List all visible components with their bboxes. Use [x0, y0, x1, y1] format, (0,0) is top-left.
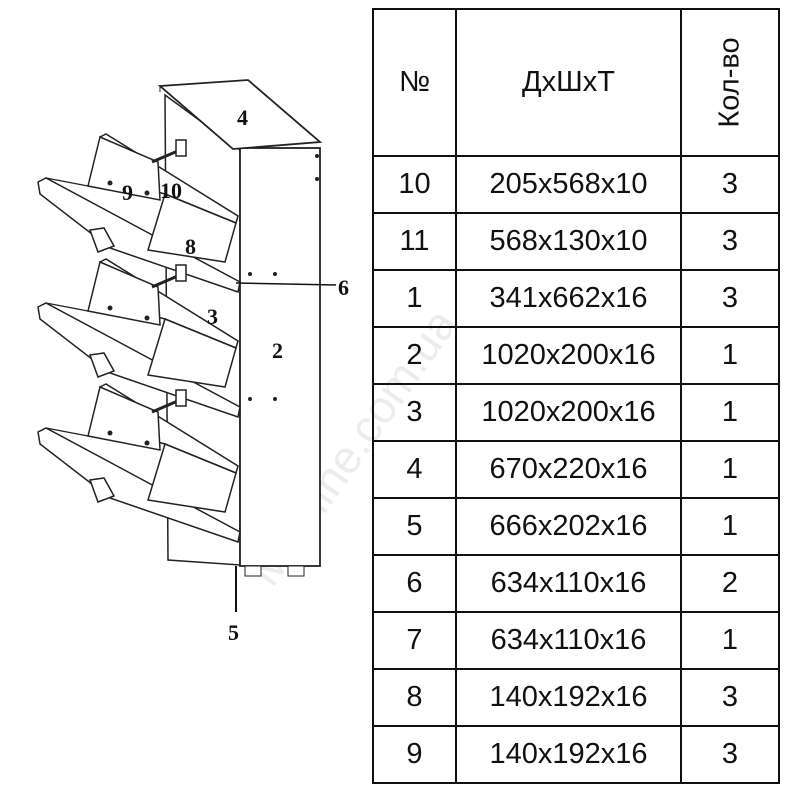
- cell-number: 5: [372, 497, 457, 556]
- cell-number: 2: [372, 326, 457, 385]
- cell-quantity: 2: [680, 554, 780, 613]
- cell-number: 9: [372, 725, 457, 784]
- cell-quantity: 3: [680, 668, 780, 727]
- callout-10: 10: [160, 178, 182, 203]
- cell-dimensions: 670x220x16: [455, 440, 682, 499]
- cell-quantity: 3: [680, 212, 780, 271]
- cell-quantity: 1: [680, 326, 780, 385]
- cell-quantity: 1: [680, 383, 780, 442]
- cell-number: 6: [372, 554, 457, 613]
- callout-4: 4: [237, 105, 248, 130]
- cell-dimensions: 1020x200x16: [455, 383, 682, 442]
- cell-dimensions: 634x110x16: [455, 611, 682, 670]
- header-dimensions: ДхШхТ: [455, 8, 682, 157]
- callout-3: 3: [207, 304, 218, 329]
- cell-quantity: 1: [680, 611, 780, 670]
- cell-number: 1: [372, 269, 457, 328]
- cell-dimensions: 205x568x10: [455, 155, 682, 214]
- cell-quantity: 3: [680, 155, 780, 214]
- side-panel-2: [239, 147, 321, 567]
- table-header-row: № ДхШхТ Кол-во: [372, 8, 780, 157]
- cell-dimensions: 140x192x16: [455, 668, 682, 727]
- header-number: №: [372, 8, 457, 157]
- cell-dimensions: 341x662x16: [455, 269, 682, 328]
- leader-line-6: [235, 282, 337, 286]
- cell-dimensions: 634x110x16: [455, 554, 682, 613]
- header-quantity: Кол-во: [680, 8, 780, 157]
- callout-5: 5: [228, 620, 239, 645]
- cell-number: 8: [372, 668, 457, 727]
- cell-number: 4: [372, 440, 457, 499]
- cell-dimensions: 140x192x16: [455, 725, 682, 784]
- cell-number: 10: [372, 155, 457, 214]
- callout-6: 6: [338, 275, 349, 300]
- callout-2: 2: [272, 338, 283, 363]
- top-panel-4: [157, 79, 323, 150]
- cell-dimensions: 1020x200x16: [455, 326, 682, 385]
- shoe-cabinet-drawing: 4 9 10 8 6 3 2 5: [36, 79, 349, 645]
- cell-dimensions: 568x130x10: [455, 212, 682, 271]
- cell-dimensions: 666x202x16: [455, 497, 682, 556]
- cell-quantity: 3: [680, 725, 780, 784]
- cell-number: 7: [372, 611, 457, 670]
- cell-quantity: 1: [680, 440, 780, 499]
- cell-quantity: 3: [680, 269, 780, 328]
- cell-quantity: 1: [680, 497, 780, 556]
- cell-number: 11: [372, 212, 457, 271]
- cell-number: 3: [372, 383, 457, 442]
- header-quantity-label: Кол-во: [713, 37, 746, 128]
- callout-8: 8: [185, 234, 196, 259]
- callout-9: 9: [122, 180, 133, 205]
